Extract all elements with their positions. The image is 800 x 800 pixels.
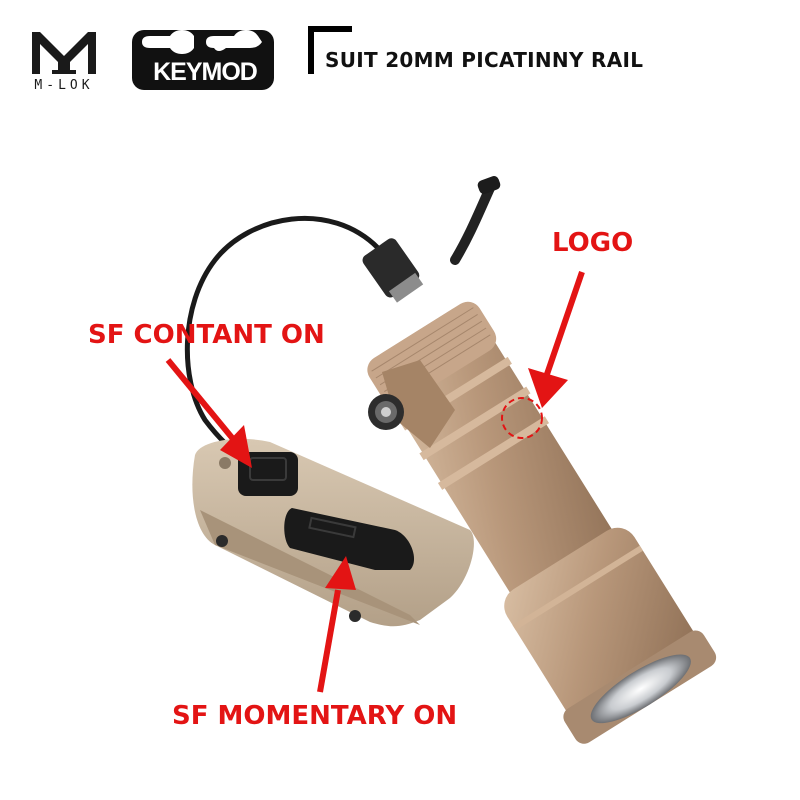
keymod-logo-icon	[132, 30, 274, 90]
tailcap-connector	[362, 238, 424, 303]
callout-momentary-on: SF MOMENTARY ON	[172, 701, 458, 731]
compatibility-title: SUIT 20MM PICATINNY RAIL	[325, 48, 644, 72]
arrows	[165, 271, 585, 693]
constant-on-button	[238, 452, 298, 496]
pressure-switch-pad	[192, 438, 474, 627]
logo-marker	[501, 397, 543, 439]
mlok-logo-icon	[32, 32, 96, 74]
flashlight-body	[367, 301, 717, 744]
callout-constant-on: SF CONTANT ON	[88, 320, 325, 350]
keymod-label: KEYMOD	[153, 58, 258, 86]
mlok-label: M-LOK	[34, 78, 94, 93]
cable-tail	[450, 183, 495, 265]
title-bracket	[308, 26, 352, 74]
switch-cable	[184, 216, 380, 462]
rail-mount	[368, 360, 455, 448]
momentary-on-button	[284, 508, 415, 570]
callout-logo: LOGO	[552, 228, 634, 258]
